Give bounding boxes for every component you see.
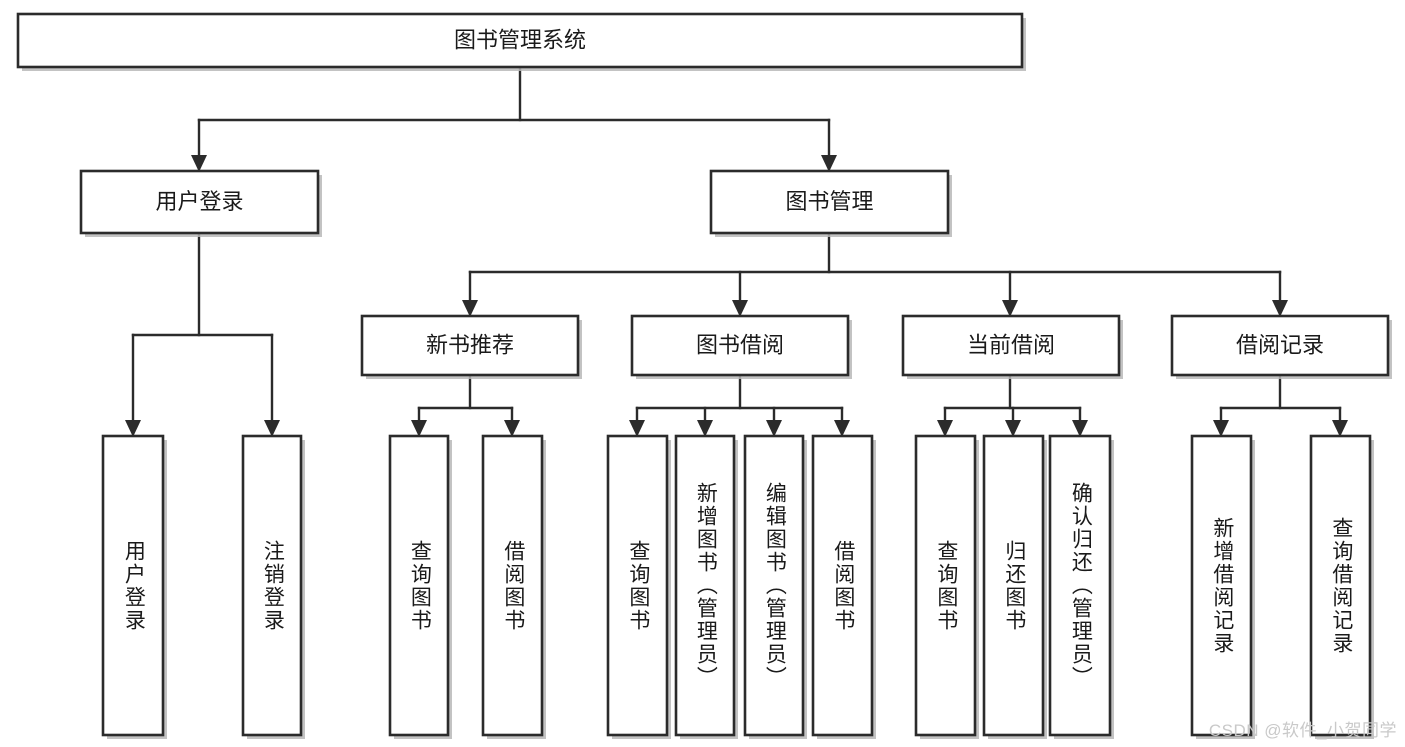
node-box-leaf-user-login[interactable] [101,434,165,737]
node-box-current-borrow[interactable] [901,314,1121,377]
arrow-head-icon [766,420,782,437]
arrow-head-icon [504,420,520,437]
node-box-leaf-borrow-book-rec[interactable] [481,434,544,737]
arrow-head-icon [1213,420,1229,437]
arrow-head-icon [732,300,748,317]
arrow-head-icon [411,420,427,437]
node-box-leaf-edit-book[interactable] [743,434,805,737]
arrow-head-icon [629,420,645,437]
csdn-watermark: CSDN @软件_小贺同学 [1208,721,1397,740]
node-label-book-management: 图书管理 [785,189,873,214]
arrow-head-icon [462,300,478,317]
connector-book-borrow-to-leaves [635,373,844,422]
node-box-book-management[interactable] [709,169,950,235]
connector-borrow-record-to-leaves [1219,373,1342,422]
node-box-leaf-borrow-book-bb[interactable] [811,434,874,737]
connector-root-to-level2 [197,65,831,157]
node-label-book-borrow: 图书借阅 [696,332,784,357]
node-box-book-borrow[interactable] [630,314,850,377]
node-box-new-book-recommend[interactable] [360,314,580,377]
arrow-head-icon [821,155,837,172]
arrow-head-icon [1005,420,1021,437]
node-box-leaf-user-logout[interactable] [241,434,303,737]
connectors-layer [125,65,1348,437]
node-box-leaf-add-borrow-record[interactable] [1190,434,1253,737]
node-label-current-borrow: 当前借阅 [967,332,1055,357]
connector-new-book-recommend-to-leaves [417,373,514,422]
arrow-head-icon [264,420,280,437]
node-box-leaf-query-book-bb[interactable] [606,434,669,737]
node-box-user-login[interactable] [79,169,320,235]
arrow-head-icon [1332,420,1348,437]
node-box-leaf-confirm-return[interactable] [1048,434,1112,737]
node-label-borrow-record: 借阅记录 [1236,332,1324,357]
arrow-head-icon [125,420,141,437]
node-box-root[interactable] [16,12,1024,69]
arrow-head-icon [1072,420,1088,437]
connector-user-login-to-leaves [131,231,274,422]
boxes-layer [16,12,1392,739]
node-label-root: 图书管理系统 [454,27,586,52]
node-box-leaf-query-borrow-record[interactable] [1309,434,1372,737]
node-box-leaf-add-book[interactable] [674,434,736,737]
node-label-user-login: 用户登录 [155,189,243,214]
node-label-new-book-recommend: 新书推荐 [426,332,514,357]
node-box-leaf-query-book-rec[interactable] [388,434,450,737]
arrow-head-icon [1272,300,1288,317]
node-box-leaf-return-book[interactable] [982,434,1045,737]
connector-current-borrow-to-leaves [943,373,1082,422]
node-box-leaf-query-book-cb[interactable] [914,434,977,737]
arrow-head-icon [1002,300,1018,317]
arrow-head-icon [834,420,850,437]
arrow-head-icon [191,155,207,172]
arrow-head-icon [937,420,953,437]
node-box-borrow-record[interactable] [1170,314,1390,377]
connector-book-management-to-level3 [468,231,1282,302]
arrow-head-icon [697,420,713,437]
